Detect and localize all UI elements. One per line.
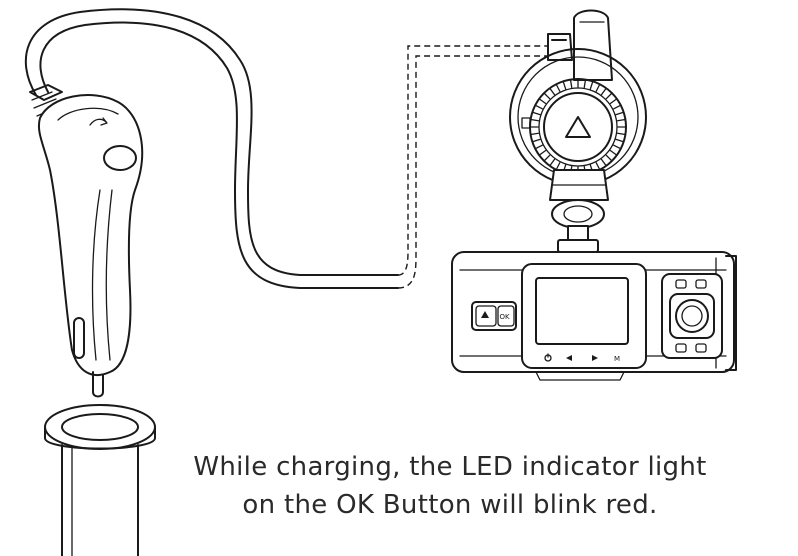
ok-button-label: OK bbox=[500, 313, 511, 321]
knurl-tick bbox=[616, 132, 626, 136]
play-icon bbox=[592, 355, 598, 361]
knurl-tick bbox=[539, 98, 547, 105]
knurl-tick bbox=[616, 118, 626, 122]
knurl-tick bbox=[600, 158, 607, 166]
power-icon bbox=[544, 353, 552, 362]
dash-camera: OK M bbox=[451, 251, 737, 381]
knurl-tick bbox=[609, 98, 617, 105]
hidden-cable bbox=[397, 45, 552, 289]
power-cable bbox=[24, 8, 399, 289]
knurl-tick bbox=[544, 93, 551, 100]
car-charger bbox=[29, 84, 144, 398]
menu-icon: M bbox=[614, 355, 620, 363]
caption-line-2: on the OK Button will blink red. bbox=[242, 490, 658, 520]
rewind-icon bbox=[566, 355, 572, 361]
knurl-tick bbox=[530, 118, 540, 122]
knurl-tick bbox=[535, 144, 544, 149]
knurl-tick bbox=[556, 84, 561, 93]
knurl-tick bbox=[615, 138, 624, 143]
knurl-tick bbox=[535, 105, 544, 110]
knurl-tick bbox=[612, 105, 621, 110]
knurl-tick bbox=[605, 154, 612, 161]
knurl-tick bbox=[595, 84, 600, 93]
knurl-tick bbox=[549, 88, 556, 96]
knurl-tick bbox=[609, 149, 617, 156]
knurl-tick bbox=[562, 81, 567, 90]
knurl-tick bbox=[569, 79, 573, 89]
knurl-tick bbox=[539, 149, 547, 156]
knurl-tick bbox=[532, 111, 541, 116]
knurl-tick bbox=[615, 111, 624, 116]
knurl-tick bbox=[600, 88, 607, 96]
suction-mount bbox=[509, 9, 647, 253]
knurl-tick bbox=[549, 158, 556, 166]
knurl-tick bbox=[544, 154, 551, 161]
knurl-tick bbox=[589, 81, 594, 90]
knurl-tick bbox=[583, 79, 587, 89]
knurl-tick bbox=[595, 161, 600, 170]
knurl-tick bbox=[605, 93, 612, 100]
knurl-tick bbox=[612, 144, 621, 149]
knurl-tick bbox=[532, 138, 541, 143]
caption: While charging, the LED indicator light … bbox=[130, 448, 770, 524]
power-socket bbox=[44, 404, 156, 556]
knurl-tick bbox=[530, 132, 540, 136]
caption-line-1: While charging, the LED indicator light bbox=[193, 452, 707, 482]
knurl-tick bbox=[556, 161, 561, 170]
